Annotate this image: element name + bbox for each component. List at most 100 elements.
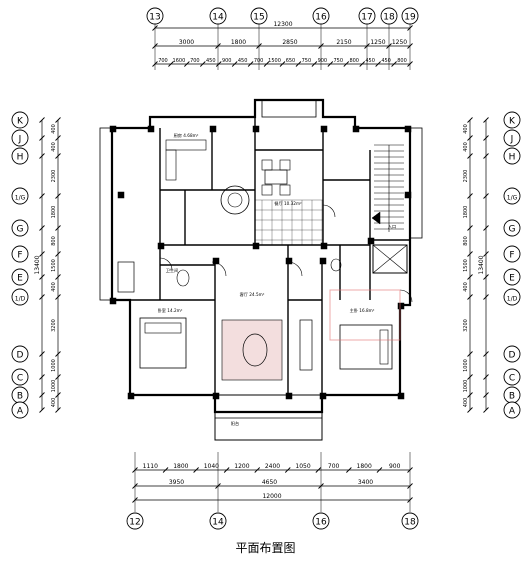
top-row2-text: 450 xyxy=(365,58,375,64)
right-dim-text: 400 xyxy=(463,124,469,134)
bottom-axis-18-circle xyxy=(401,512,419,530)
right-axis-4-label: G xyxy=(509,225,516,235)
right-dim-tick xyxy=(483,407,489,413)
kitchen-counter xyxy=(165,139,207,151)
structural-column xyxy=(157,242,165,250)
bottom-row1-text: 1800 xyxy=(357,463,372,470)
top-row1-text: 1250 xyxy=(392,39,407,46)
left-dim-tick xyxy=(55,374,61,380)
dining-chair xyxy=(261,184,273,196)
dim-tick xyxy=(315,467,322,473)
dining-chair xyxy=(279,184,291,196)
top-row2-text: 450 xyxy=(381,58,391,64)
left-dim-text: 1000 xyxy=(51,380,57,393)
left-axis-11-label: A xyxy=(17,407,24,417)
right-dim-tick xyxy=(483,135,489,141)
west-balcony xyxy=(99,127,113,301)
dim-tick xyxy=(215,61,222,67)
right-dim-tick xyxy=(483,274,489,280)
left-axis-2-label: H xyxy=(17,153,24,163)
dim-tick xyxy=(168,61,174,67)
top-axis-19-label: 19 xyxy=(404,13,416,23)
round-table-inner xyxy=(227,192,243,208)
top-axis-16-label: 16 xyxy=(315,13,327,23)
dim-tick xyxy=(256,43,262,49)
door-swing xyxy=(159,257,173,271)
dim-tick xyxy=(364,43,370,49)
dining-table xyxy=(264,169,288,185)
top-axis-18-label: 18 xyxy=(383,13,395,23)
left-dim-text: 800 xyxy=(51,236,57,246)
right-dim-tick xyxy=(483,374,489,380)
top-row2-text: 900 xyxy=(318,58,328,64)
dim-tick xyxy=(346,467,352,473)
bottom-row1-text: 2400 xyxy=(265,463,280,470)
right-axis-8-label: D xyxy=(509,351,516,361)
top-row2-text: 650 xyxy=(286,58,296,64)
right-total-text: 13400 xyxy=(478,255,485,274)
top-row2-text: 1600 xyxy=(173,58,186,64)
left-dim-text: 400 xyxy=(51,124,57,134)
structural-column xyxy=(319,392,327,400)
bottom-row1-text: 700 xyxy=(328,463,340,470)
structural-column xyxy=(285,257,293,265)
bottom-row1-text: 1800 xyxy=(173,463,188,470)
dim-tick xyxy=(152,61,158,67)
left-dim-tick xyxy=(55,153,61,159)
door-swing xyxy=(287,261,303,277)
top-row2-text: 750 xyxy=(302,58,312,64)
left-dim-text: 1500 xyxy=(51,259,57,272)
structural-column xyxy=(212,392,220,400)
dim-tick xyxy=(223,467,230,473)
dim-tick xyxy=(407,61,413,67)
right-dim-text: 1800 xyxy=(463,206,469,219)
dim-tick xyxy=(215,43,221,49)
bottom-axis-12-label: 12 xyxy=(129,518,140,528)
dim-tick xyxy=(162,467,169,473)
structural-column xyxy=(147,125,155,133)
bottom-axis-12-circle xyxy=(126,512,144,530)
left-dim-tick xyxy=(55,225,61,231)
room-label: 阳台 xyxy=(231,420,239,427)
right-axis-11-label: A xyxy=(509,407,516,417)
right-axis-6-label: E xyxy=(509,274,515,284)
top-row2-text: 750 xyxy=(334,58,344,64)
bottom-row2-text: 3400 xyxy=(358,479,373,486)
dim-tick xyxy=(279,61,286,67)
bottom-axis-14-circle xyxy=(209,512,227,530)
left-total-text: 13400 xyxy=(34,255,41,274)
right-dim-tick xyxy=(483,392,489,398)
door-swing xyxy=(399,289,413,303)
north-balcony xyxy=(261,99,317,118)
left-dimension-lines: KJH1/GGFE1/DDCBA400400230018008001500400… xyxy=(11,111,61,419)
dim-tick xyxy=(152,25,158,31)
room-label: 客厅 24.5m² xyxy=(240,291,265,298)
right-axis-7-label: 1/D xyxy=(507,296,518,303)
right-dim-text: 400 xyxy=(463,398,469,408)
dim-tick xyxy=(254,467,261,473)
plan-walls-and-fixtures xyxy=(99,98,423,441)
left-dim-tick xyxy=(39,294,45,300)
east-window-band xyxy=(409,127,423,239)
right-dim-tick xyxy=(467,193,473,199)
left-axis-1-label: J xyxy=(18,135,22,145)
right-axis-0-label: K xyxy=(509,117,516,127)
right-dim-text: 800 xyxy=(463,236,469,246)
right-dim-tick xyxy=(483,153,489,159)
dim-tick xyxy=(247,61,254,67)
dim-tick xyxy=(386,43,392,49)
top-row2-text: 450 xyxy=(206,58,216,64)
right-dim-tick xyxy=(483,351,489,357)
coffee-table xyxy=(242,333,268,367)
dim-tick xyxy=(284,467,291,473)
bottom-row1-text: 1110 xyxy=(143,463,158,470)
washbasin xyxy=(330,258,342,272)
top-axis-15-label: 15 xyxy=(253,13,264,23)
left-dim-tick xyxy=(55,392,61,398)
structural-column xyxy=(352,125,360,133)
right-axis-1-circle xyxy=(503,129,521,147)
right-dim-text: 1500 xyxy=(463,259,469,272)
right-axis-3-label: 1/G xyxy=(507,195,518,202)
